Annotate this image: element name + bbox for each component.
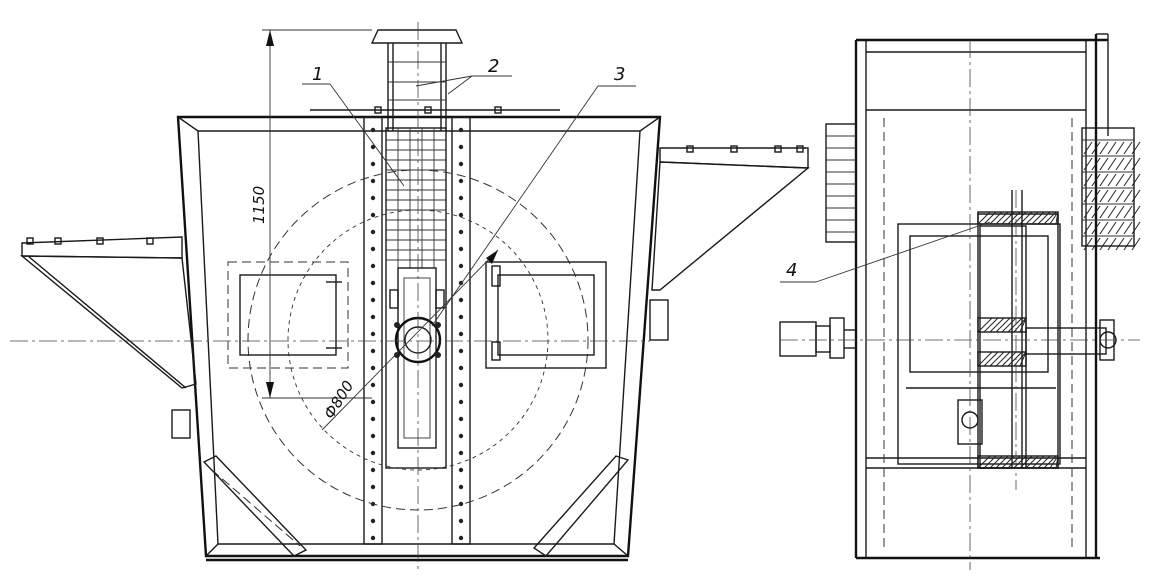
side-right-stack (1081, 127, 1141, 251)
front-view: 1150 Ф800 1 2 3 (10, 22, 810, 572)
callout-2-label: 2 (488, 56, 499, 77)
vertical-rails (363, 116, 471, 545)
dimension-diameter: Ф800 (320, 249, 499, 431)
right-inlet (649, 145, 810, 341)
left-inlet (20, 236, 197, 439)
callout-2: 2 (415, 56, 512, 95)
callout-3-label: 3 (614, 64, 625, 85)
right-window (485, 261, 607, 369)
callout-4-label: 4 (786, 260, 797, 281)
side-drum (897, 190, 1117, 469)
callout-1-label: 1 (312, 64, 323, 85)
side-view: 4 (779, 33, 1141, 570)
hopper-body (176, 115, 662, 562)
callout-4: 4 (780, 221, 991, 283)
chain-grid (385, 127, 447, 469)
callout-3: 3 (431, 64, 636, 327)
side-motor (779, 317, 856, 359)
dimension-1150-label: 1150 (250, 186, 268, 224)
left-window (227, 261, 349, 369)
side-frame (854, 33, 1109, 560)
callout-1: 1 (302, 64, 405, 187)
bottom-plates (202, 455, 630, 557)
side-left-stack (825, 123, 857, 243)
dimension-1150: 1150 (250, 29, 372, 399)
